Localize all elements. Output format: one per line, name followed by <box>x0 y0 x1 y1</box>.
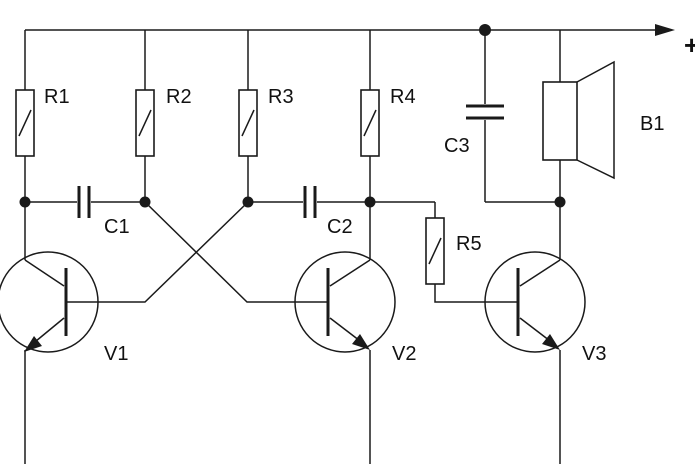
r5-label: R5 <box>456 233 482 255</box>
rail-drops <box>24 30 561 104</box>
v3-label: V3 <box>582 343 606 365</box>
v1-label: V1 <box>104 343 128 365</box>
c3-label: C3 <box>444 135 470 157</box>
capacitor-c1: C1 <box>25 186 145 238</box>
resistor-r2: R2 <box>135 86 192 202</box>
transistor-v3: V3 <box>484 202 606 464</box>
r3-label: R3 <box>268 86 294 108</box>
speaker-b1: B1 <box>542 60 664 202</box>
r2-label: R2 <box>166 86 192 108</box>
r4-label: R4 <box>390 86 416 108</box>
cross-coupling-wires <box>98 201 298 303</box>
resistor-r5: R5 <box>370 201 488 303</box>
supply-plus-label: + <box>684 30 695 60</box>
capacitor-c2: C2 <box>248 186 370 238</box>
resistor-r3: R3 <box>238 86 294 202</box>
supply-rail: + <box>25 24 695 60</box>
transistor-v1: V1 <box>0 202 128 464</box>
resistor-r1: R1 <box>15 86 70 202</box>
transistor-v2: V2 <box>294 202 416 464</box>
capacitor-c3: C3 <box>444 104 560 203</box>
b1-label: B1 <box>640 113 664 135</box>
resistor-r4: R4 <box>360 86 416 202</box>
c2-label: C2 <box>327 216 353 238</box>
r1-label: R1 <box>44 86 70 108</box>
v2-label: V2 <box>392 343 416 365</box>
c1-label: C1 <box>104 216 130 238</box>
